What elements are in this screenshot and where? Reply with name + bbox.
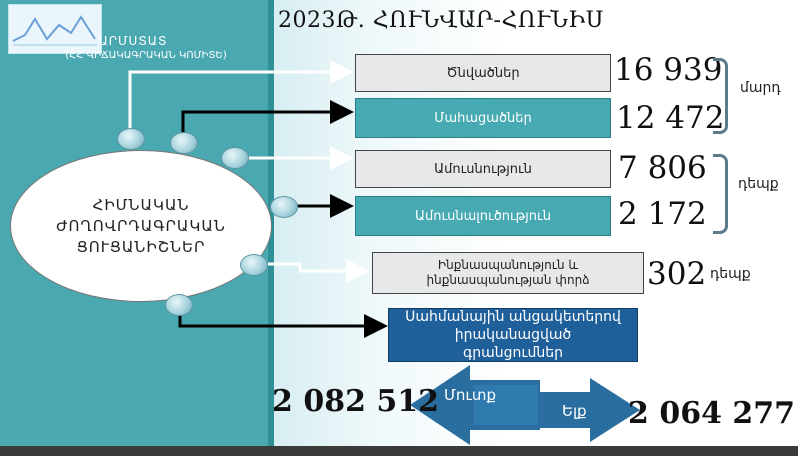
- logo-name: ԱՐՄՍՏԱՏ: [98, 34, 168, 48]
- bead-icon: [270, 196, 298, 218]
- unit-cases-2: դեպք: [710, 266, 751, 282]
- suicides-value: 302: [647, 256, 707, 292]
- page-title: 2023Թ. ՀՈՒՆՎԱՐ-ՀՈՒՆԻՍ: [278, 8, 604, 33]
- connector-births: [128, 60, 354, 132]
- bead-icon: [221, 147, 249, 169]
- suicides-box: Ինքնասպանություն և ինքնասպանության փորձ: [372, 252, 644, 294]
- divorces-box: Ամուսնալուծություն: [355, 196, 611, 236]
- births-box: Ծնվածներ: [355, 54, 611, 92]
- bead-icon: [240, 254, 268, 276]
- center-line-3: ՑՈՒՑԱՆԻՇՆԵՐ: [76, 237, 206, 256]
- deaths-label: Մահացածներ: [434, 110, 532, 126]
- armstat-logo-icon: [8, 4, 102, 54]
- entry-label: Մուտք: [444, 386, 497, 404]
- bottom-strip: [0, 446, 798, 456]
- divorces-label: Ամուսնալուծություն: [415, 208, 551, 224]
- bead-icon: [117, 128, 145, 150]
- births-value: 16 939: [614, 52, 723, 88]
- marriages-box: Ամուսնություն: [355, 150, 611, 188]
- unit-people: մարդ: [740, 80, 781, 96]
- bead-icon: [165, 294, 193, 316]
- bead-icon: [170, 132, 198, 154]
- border-box: Սահմանային անցակետերով իրականացված գրանց…: [388, 308, 638, 362]
- center-ellipse: ՀԻՄՆԱԿԱՆ ԺՈՂՈՎՐԴԱԳՐԱԿԱՆ ՑՈՒՑԱՆԻՇՆԵՐ: [10, 150, 272, 302]
- entry-value: 2 082 512: [272, 384, 440, 419]
- center-line-2: ԺՈՂՈՎՐԴԱԳՐԱԿԱՆ: [56, 216, 226, 235]
- exit-arrow-icon: [518, 378, 640, 442]
- border-label: Սահմանային անցակետերով իրականացված գրանց…: [405, 309, 621, 361]
- exit-value: 2 064 277: [628, 396, 796, 431]
- births-label: Ծնվածներ: [446, 65, 520, 81]
- deaths-box: Մահացածներ: [355, 98, 611, 138]
- center-line-1: ՀԻՄՆԱԿԱՆ: [92, 195, 190, 214]
- brace-people: [713, 58, 728, 134]
- unit-cases-1: դեպք: [738, 176, 779, 192]
- connector-deaths: [181, 100, 354, 138]
- connector-suicides: [268, 259, 370, 283]
- logo-subtitle: (ՀՀ ՎԻՃԱԿԱԳՐԱԿԱՆ ԿՈՄԻՏԵ): [65, 50, 227, 61]
- suicides-label: Ինքնասպանություն և ինքնասպանության փորձ: [426, 258, 590, 287]
- brace-cases: [713, 154, 728, 234]
- deaths-value: 12 472: [616, 100, 725, 136]
- marriages-value: 7 806: [618, 150, 707, 186]
- exit-label: Ելք: [562, 402, 587, 420]
- marriages-label: Ամուսնություն: [434, 161, 532, 177]
- divorces-value: 2 172: [618, 196, 707, 232]
